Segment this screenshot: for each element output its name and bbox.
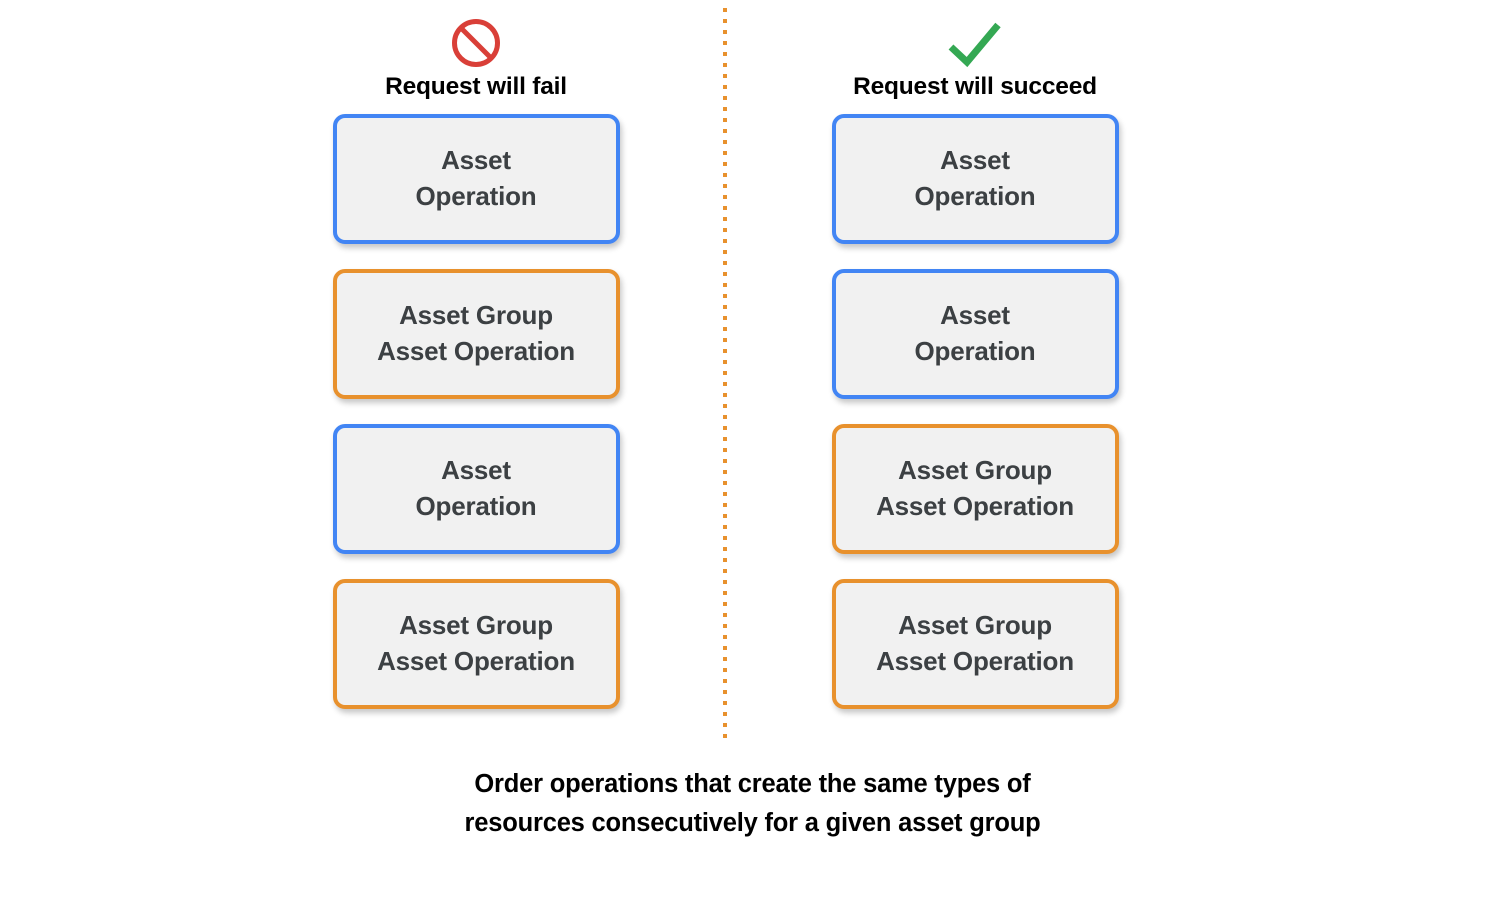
node-box[interactable]: Asset Operation — [831, 269, 1119, 399]
node-box[interactable]: Asset Group Asset Operation — [332, 269, 620, 399]
node-box[interactable]: Asset Group Asset Operation — [831, 579, 1119, 709]
column-divider — [723, 8, 727, 740]
node-box[interactable]: Asset Operation — [332, 424, 620, 554]
column-title-succeed: Request will succeed — [853, 73, 1097, 100]
node-label: Asset Operation — [415, 145, 537, 211]
column-request-will-fail: Request will fail Asset Operation Asset … — [281, 14, 671, 709]
node-box[interactable]: Asset Group Asset Operation — [831, 424, 1119, 554]
column-title-fail: Request will fail — [385, 73, 567, 100]
node-label: Asset Operation — [415, 455, 537, 521]
checkmark-icon — [945, 14, 1005, 72]
diagram-caption: Order operations that create the same ty… — [464, 770, 1041, 837]
node-label: Asset Operation — [914, 145, 1036, 211]
node-label: Asset Group Asset Operation — [876, 610, 1074, 676]
node-box[interactable]: Asset Operation — [332, 114, 620, 244]
node-label: Asset Group Asset Operation — [876, 455, 1074, 521]
node-label: Asset Operation — [914, 300, 1036, 366]
column-request-will-succeed: Request will succeed Asset Operation Ass… — [780, 14, 1170, 709]
column-header-fail: Request will fail — [281, 14, 671, 114]
node-label: Asset Group Asset Operation — [377, 610, 575, 676]
node-list-succeed: Asset Operation Asset Operation Asset Gr… — [780, 114, 1170, 709]
node-box[interactable]: Asset Group Asset Operation — [332, 579, 620, 709]
node-list-fail: Asset Operation Asset Group Asset Operat… — [281, 114, 671, 709]
prohibited-icon — [450, 14, 502, 72]
column-header-succeed: Request will succeed — [780, 14, 1170, 114]
node-box[interactable]: Asset Operation — [831, 114, 1119, 244]
node-label: Asset Group Asset Operation — [377, 300, 575, 366]
